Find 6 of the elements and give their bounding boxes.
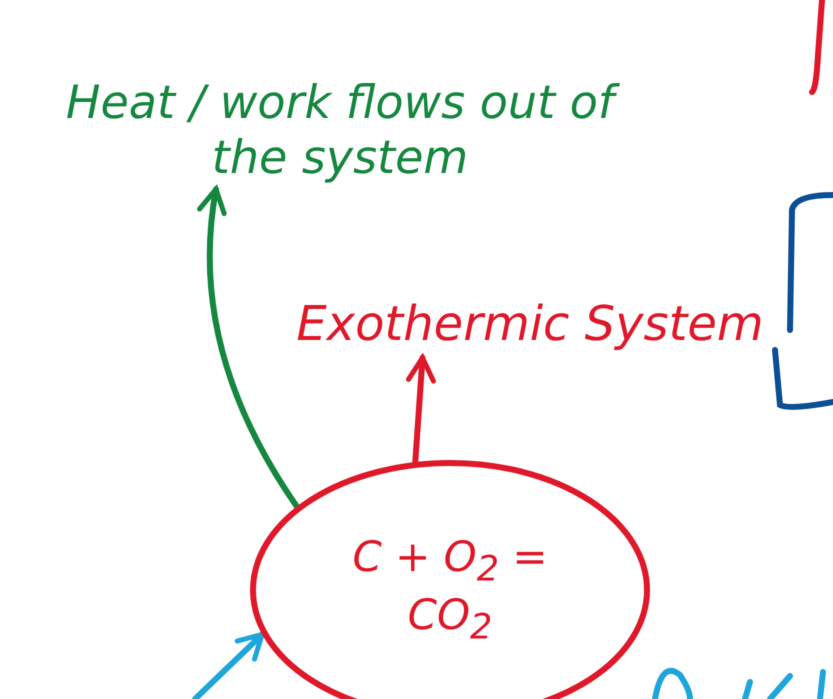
arrow (192, 631, 266, 699)
arrow (406, 354, 436, 465)
handwritten-text: Exothermic System (296, 296, 764, 354)
handwritten-text: Heat / work flows out of the system (30, 74, 650, 186)
handwritten-text: C + O$_{2}$ = CO$_{2}$ (351, 532, 549, 648)
arrow (198, 186, 300, 510)
